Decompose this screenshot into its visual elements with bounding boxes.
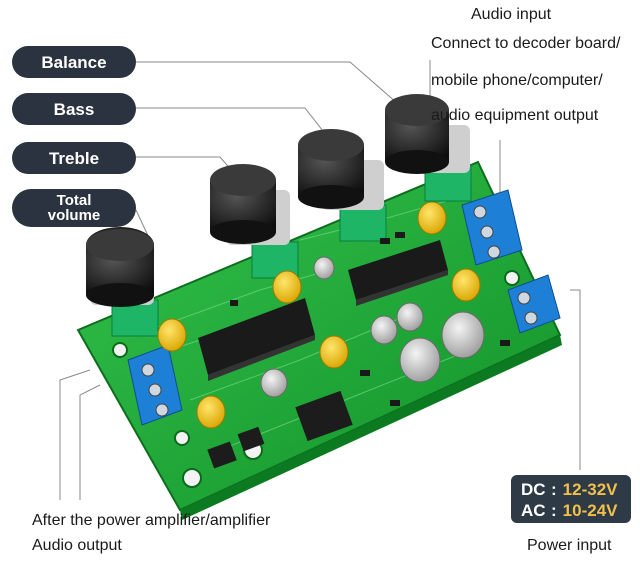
pot-balance: [385, 94, 472, 202]
terminal-audio-input: [461, 189, 523, 266]
label-total-volume-line2: volume: [47, 207, 101, 224]
ic-chip-main: [198, 298, 315, 381]
label-total-volume-line1: Total: [56, 192, 92, 209]
audio-input-line2: mobile phone/computer/: [431, 72, 603, 89]
spec-dc-label: DC: [521, 480, 546, 499]
yellow-capacitors: [157, 201, 481, 429]
label-treble: Treble: [12, 142, 136, 174]
audio-input-title: Audio input: [471, 6, 552, 23]
spec-ac-row: AC:10-24V: [521, 501, 618, 521]
label-bass: Bass: [12, 93, 136, 125]
silver-capacitors: [260, 256, 485, 398]
pot-total-volume: [86, 227, 159, 337]
power-input-title: Power input: [527, 537, 612, 554]
label-balance: Balance: [12, 46, 136, 78]
spec-dc-row: DC:12-32V: [521, 480, 618, 500]
label-bass-text: Bass: [53, 99, 95, 119]
audio-output-line1: After the power amplifier/amplifier: [32, 512, 271, 529]
spec-ac-value: 10-24V: [562, 501, 618, 520]
spec-dc-value: 12-32V: [562, 480, 618, 499]
ic-chip-secondary: [348, 240, 448, 306]
audio-output-line2: Audio output: [32, 537, 122, 554]
audio-input-line1: Connect to decoder board/: [431, 35, 621, 52]
pot-bass: [298, 129, 387, 242]
pot-treble: [210, 164, 299, 279]
regulator-chip: [295, 390, 353, 442]
terminal-audio-output: [127, 344, 183, 426]
label-total-volume: Total volume: [12, 189, 136, 227]
spec-dc-sep: :: [551, 480, 557, 499]
power-spec-box: DC:12-32V AC:10-24V: [511, 475, 631, 523]
terminal-power-input: [507, 274, 561, 334]
spec-ac-label: AC: [521, 501, 546, 520]
label-treble-text: Treble: [48, 148, 100, 168]
label-balance-text: Balance: [41, 52, 107, 72]
audio-input-line3: audio equipment output: [431, 107, 599, 124]
spec-ac-sep: :: [551, 501, 557, 520]
